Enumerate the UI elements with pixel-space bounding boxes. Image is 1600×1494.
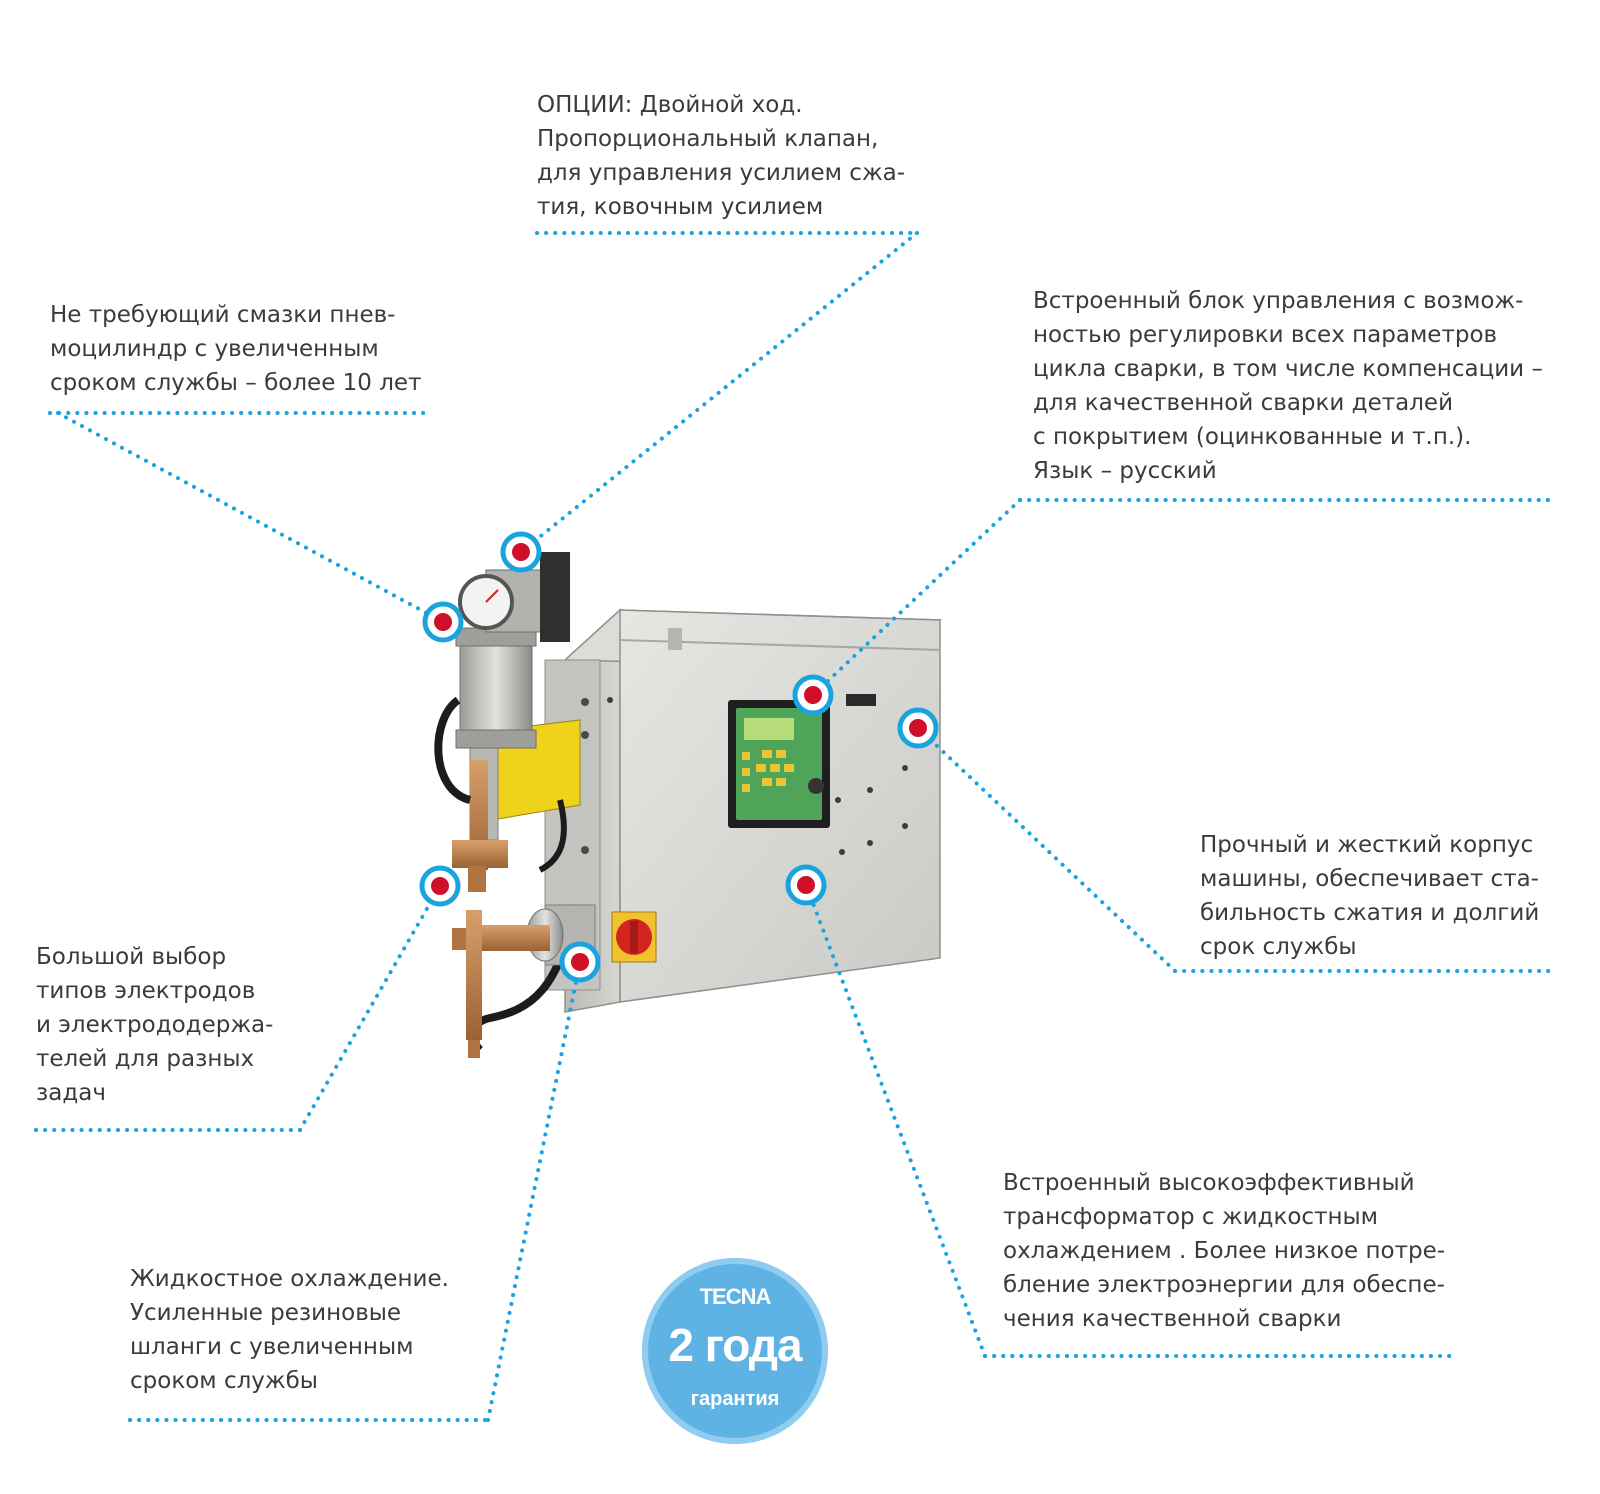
callout-cylinder: Не требующий смазки пнев- моцилиндр с ув… — [50, 302, 422, 396]
marker-housing — [897, 707, 939, 749]
leader-line-cooling-pointer — [486, 960, 582, 1422]
marker-options — [500, 531, 542, 573]
machine-illustration — [434, 552, 942, 1058]
badge-years: 2 года — [668, 1319, 802, 1371]
warranty-badge: TECNA 2 года гарантия — [642, 1258, 828, 1444]
marker-electrodes — [419, 865, 461, 907]
leader-lines — [34, 231, 1552, 1422]
marker-control-unit — [792, 674, 834, 716]
marker-transformer — [785, 864, 827, 906]
marker-cylinder — [422, 601, 464, 643]
leader-line-options-pointer — [519, 231, 919, 554]
callout-cooling: Жидкостное охлаждение. Усиленные резинов… — [130, 1266, 449, 1394]
leader-line-transformer-pointer — [804, 883, 987, 1358]
marker-cooling — [559, 941, 601, 983]
badge-note: гарантия — [690, 1388, 780, 1410]
markers — [419, 531, 939, 983]
leader-line-control-unit-pointer — [811, 498, 1022, 697]
callout-housing: Прочный и жесткий корпус машины, обеспеч… — [1200, 832, 1540, 960]
leader-line-electrodes-pointer — [298, 884, 442, 1132]
callout-options: ОПЦИИ: Двойной ход. Пропорциональный кла… — [537, 92, 906, 220]
callout-control-unit: Встроенный блок управления с возмож- нос… — [1033, 288, 1543, 484]
leader-line-housing-pointer — [916, 726, 1177, 973]
callout-transformer: Встроенный высокоэффективный трансформат… — [1003, 1170, 1446, 1332]
callout-electrodes: Большой выбор типов электродов и электро… — [36, 944, 274, 1106]
leader-line-cylinder-pointer — [56, 411, 445, 624]
badge-brand-logo: TECNA — [699, 1284, 772, 1309]
